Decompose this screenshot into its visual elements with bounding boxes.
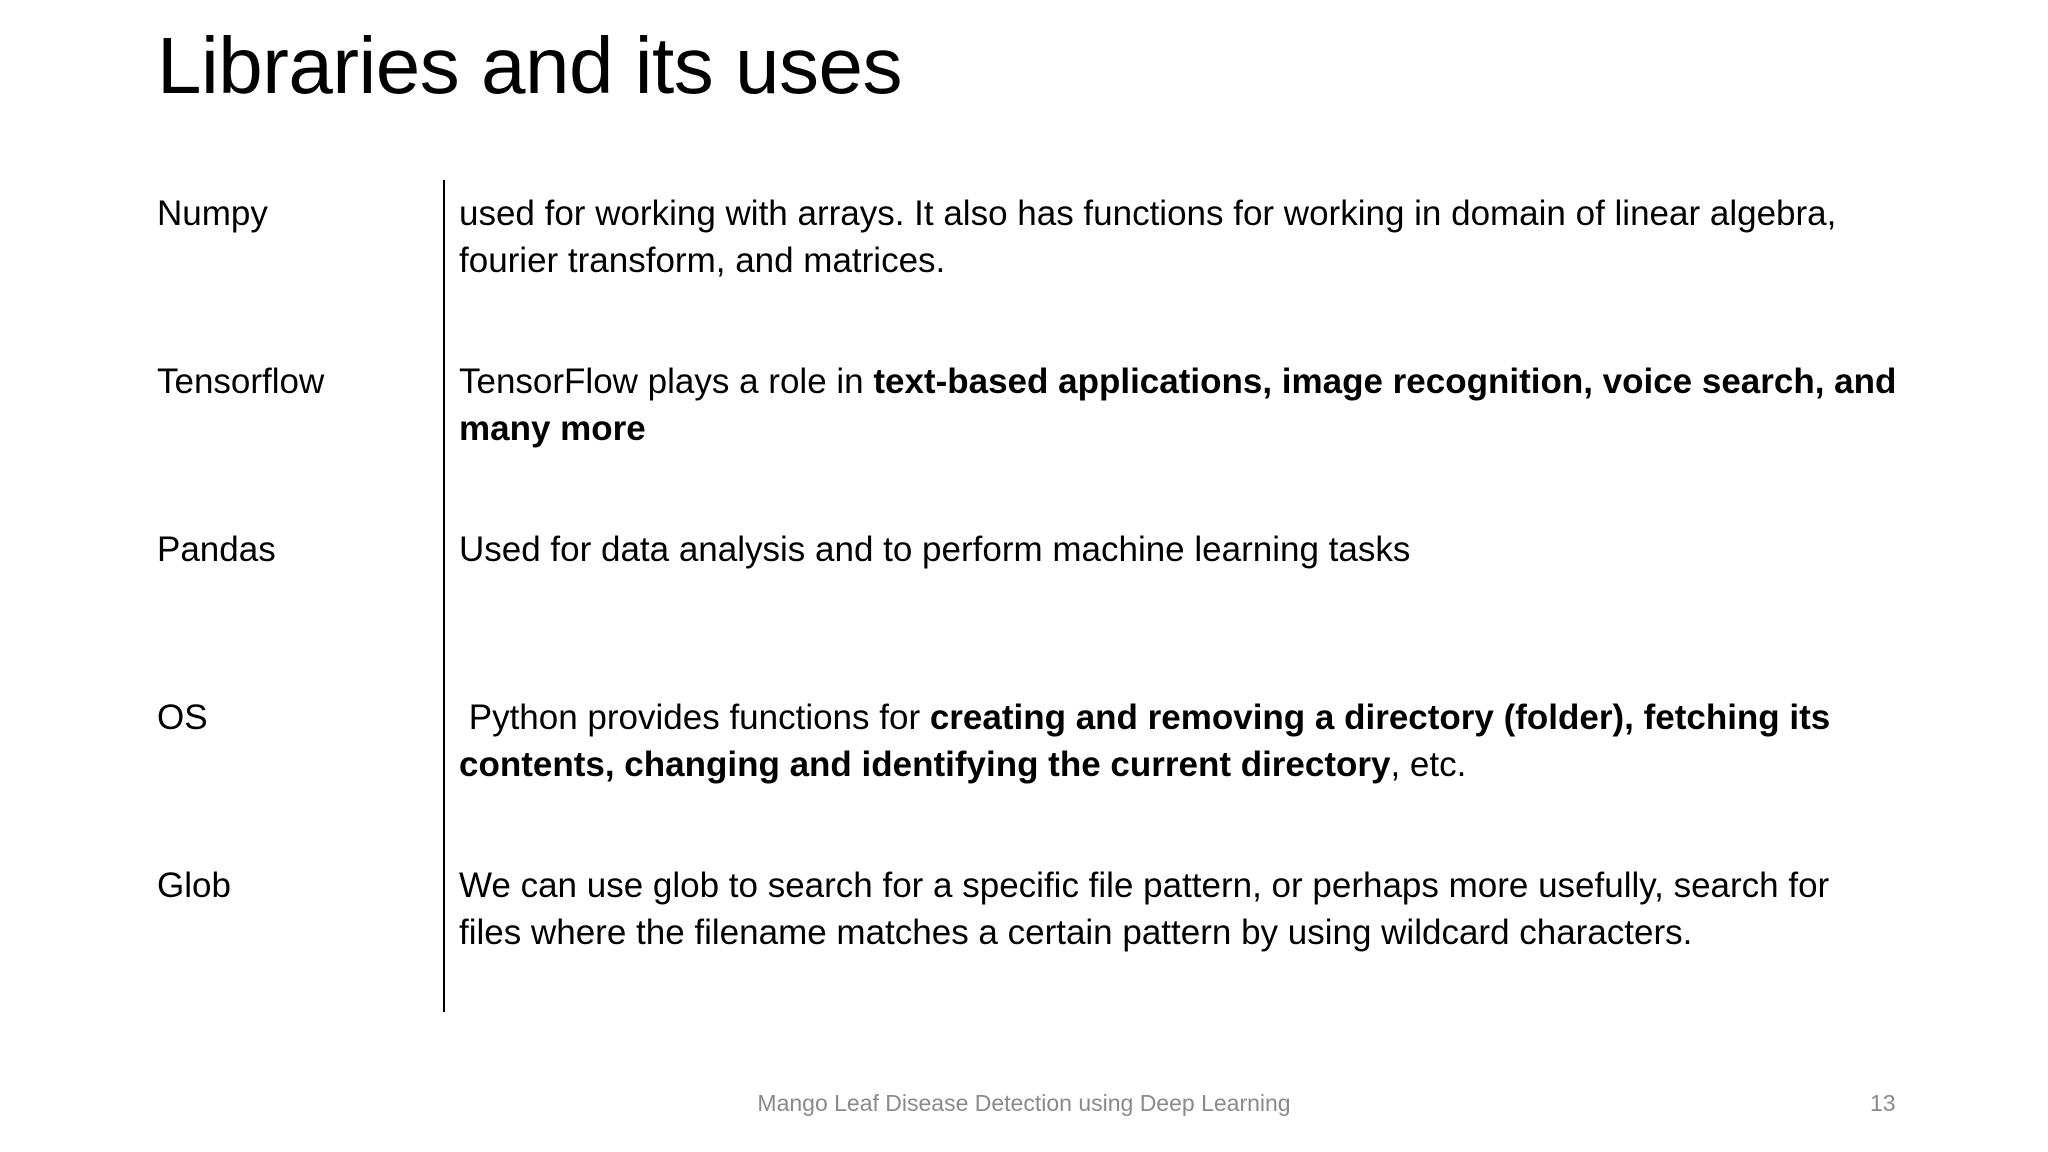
library-description: Python provides functions for creating a… bbox=[459, 694, 1899, 788]
library-name: OS bbox=[157, 698, 208, 737]
desc-text: Used for data analysis and to perform ma… bbox=[459, 530, 1411, 569]
desc-bold-text: text-based applications, image recogniti… bbox=[459, 362, 1897, 448]
library-description: TensorFlow plays a role in text-based ap… bbox=[459, 358, 1899, 452]
column-divider bbox=[443, 180, 445, 1012]
library-name: Glob bbox=[157, 866, 231, 905]
desc-text: TensorFlow plays a role in bbox=[459, 362, 874, 401]
desc-bold-text: creating and removing a directory (folde… bbox=[459, 698, 1840, 784]
desc-text: , etc. bbox=[1390, 745, 1467, 784]
library-name: Tensorflow bbox=[157, 362, 325, 401]
slide-footer: Mango Leaf Disease Detection using Deep … bbox=[757, 1090, 1291, 1116]
slide-title: Libraries and its uses bbox=[157, 21, 902, 110]
desc-text: We can use glob to search for a specific… bbox=[459, 866, 1830, 952]
library-description: Used for data analysis and to perform ma… bbox=[459, 526, 1899, 573]
desc-text: used for working with arrays. It also ha… bbox=[459, 194, 1837, 280]
library-name: Numpy bbox=[157, 194, 268, 233]
library-description: We can use glob to search for a specific… bbox=[459, 862, 1899, 956]
library-name: Pandas bbox=[157, 530, 276, 569]
library-description: used for working with arrays. It also ha… bbox=[459, 190, 1899, 284]
desc-text: Python provides functions for bbox=[459, 698, 930, 737]
page-number: 13 bbox=[1870, 1090, 1896, 1116]
